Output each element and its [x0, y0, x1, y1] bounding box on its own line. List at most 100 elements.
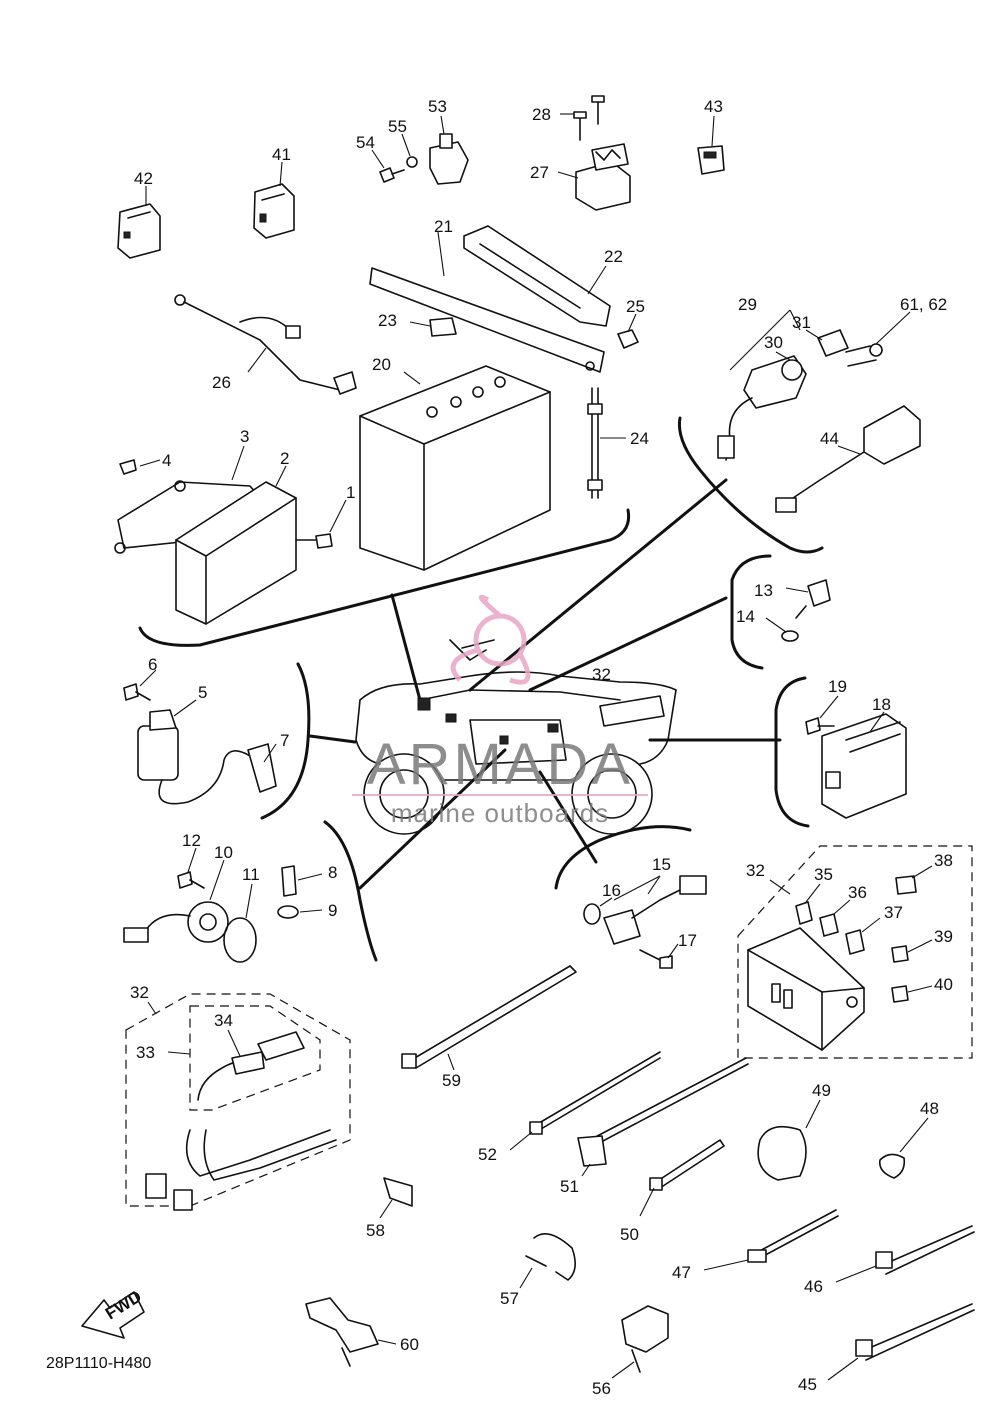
fuse-39	[891, 939, 933, 963]
holder-56	[611, 1305, 669, 1379]
washer-55	[401, 133, 418, 168]
watermark: ARMADA marine outboards	[352, 594, 648, 828]
band-45	[827, 1303, 975, 1381]
sub-harness-outline	[189, 1005, 321, 1111]
callout-32-harness: 32	[130, 983, 149, 1002]
rod-24	[587, 387, 626, 499]
zone-separators	[138, 416, 824, 962]
cable-tie-52	[509, 1051, 661, 1151]
callout-60: 60	[400, 1335, 419, 1354]
cable-tie-51	[577, 1057, 749, 1177]
callout-11: 11	[242, 865, 260, 884]
callout-51: 51	[560, 1177, 579, 1196]
ecu-2	[175, 465, 297, 625]
fuse-35	[795, 883, 821, 925]
callout-28: 28	[532, 105, 551, 124]
callout-55: 55	[388, 117, 407, 136]
fuse-box-group-outline	[737, 845, 973, 1059]
switch-8	[281, 865, 323, 897]
callout-30: 30	[764, 333, 783, 352]
fwd-arrow-icon: FWD	[81, 1287, 145, 1339]
callout-10: 10	[214, 843, 233, 862]
band-46	[835, 1225, 975, 1283]
callout-23: 23	[378, 311, 397, 330]
key-61-62	[845, 311, 911, 367]
bolt-4	[119, 459, 161, 475]
bolt-19	[805, 695, 839, 735]
callout-18: 18	[872, 695, 891, 714]
callout-43: 43	[704, 97, 723, 116]
callout-4: 4	[162, 451, 171, 470]
bolt-6	[123, 669, 157, 701]
fuse-36	[819, 899, 851, 937]
gasket-14	[765, 617, 799, 642]
callout-53: 53	[428, 97, 447, 116]
bolt-12	[177, 847, 205, 889]
callout-16: 16	[602, 881, 621, 900]
callout-labels: 1 2 3 4 5 6 7 8 9 10 11 12 13 14 15 16 1…	[130, 97, 953, 1398]
callout-45: 45	[798, 1375, 817, 1394]
clamp-48	[878, 1117, 929, 1179]
callout-38: 38	[934, 851, 953, 870]
main-switch-29	[717, 309, 807, 461]
bolt-54	[371, 149, 405, 183]
callout-26: 26	[212, 373, 231, 392]
callout-59: 59	[442, 1071, 461, 1090]
callout-36: 36	[848, 883, 867, 902]
holder-60	[305, 1297, 397, 1367]
switch-13	[785, 579, 831, 619]
sensor-53	[429, 115, 469, 185]
damper-23	[409, 317, 457, 337]
harness-group-outline	[125, 993, 351, 1207]
clamp-57	[519, 1232, 576, 1289]
fuse-40	[891, 985, 933, 1003]
callout-41: 41	[272, 145, 291, 164]
cable-tie-47	[703, 1209, 839, 1271]
callout-58: 58	[366, 1221, 385, 1240]
callout-5: 5	[198, 683, 207, 702]
callout-46: 46	[804, 1277, 823, 1296]
fuse-box-32	[747, 879, 865, 1051]
callout-54: 54	[356, 133, 375, 152]
callout-21: 21	[434, 217, 453, 236]
callout-20: 20	[372, 355, 391, 374]
callout-42: 42	[134, 169, 153, 188]
callout-32-fusebox: 32	[746, 861, 765, 880]
callout-48: 48	[920, 1099, 939, 1118]
callout-6: 6	[148, 655, 157, 674]
battery-20	[359, 365, 551, 571]
callout-44: 44	[820, 429, 839, 448]
callout-50: 50	[620, 1225, 639, 1244]
callout-19: 19	[828, 677, 847, 696]
callout-27: 27	[530, 163, 549, 182]
rectifier-18	[821, 711, 907, 819]
callout-29: 29	[738, 295, 757, 314]
plug-cap-7	[158, 743, 277, 805]
callout-13: 13	[754, 581, 773, 600]
callout-7: 7	[280, 731, 289, 750]
callout-34: 34	[214, 1011, 233, 1030]
watermark-name: ARMADA	[367, 732, 633, 797]
gasket-9	[277, 905, 323, 919]
cable-tie-59	[401, 965, 577, 1071]
callout-12: 12	[182, 831, 201, 850]
socket-44	[775, 405, 921, 513]
callout-40: 40	[934, 975, 953, 994]
nut-25	[617, 313, 639, 349]
callout-33: 33	[136, 1043, 155, 1062]
callout-25: 25	[626, 297, 645, 316]
callout-57: 57	[500, 1289, 519, 1308]
ignition-coil-5	[137, 699, 197, 781]
o-ring-16	[583, 875, 661, 925]
relay-43	[697, 115, 725, 175]
callout-15: 15	[652, 855, 671, 874]
callout-35: 35	[814, 865, 833, 884]
cable-tie-50	[639, 1139, 725, 1217]
sender-10	[123, 859, 229, 943]
switch-30	[775, 351, 803, 381]
relay-41	[253, 161, 295, 239]
callout-47: 47	[672, 1263, 691, 1282]
starter-relay-27	[557, 143, 631, 211]
callout-9: 9	[328, 901, 337, 920]
